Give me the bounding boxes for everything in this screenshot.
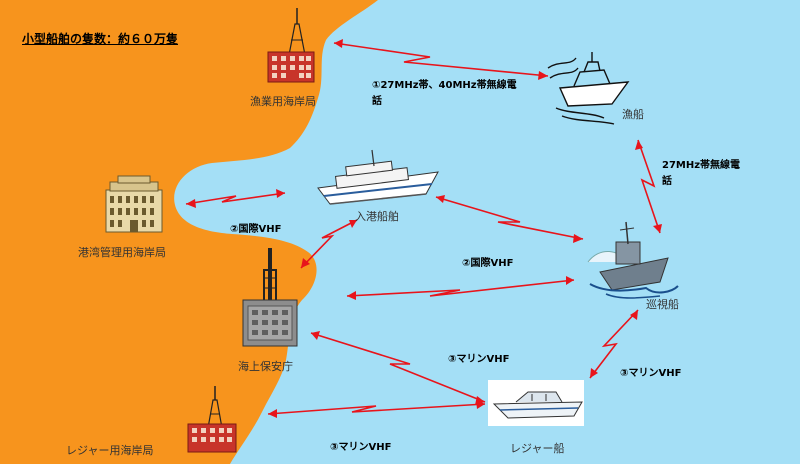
entering-ship-label: 入港船舶 [355,210,399,223]
coast-guard-antenna-icon [242,248,298,347]
link-entering-patrol [435,196,584,240]
link-label-marine-vhf-leisure: ③マリンVHF [330,442,392,453]
leisure-boat-label: レジャー船 [510,442,565,455]
link-fishery-fishing [333,42,549,77]
leisure-station-label: レジャー用海岸局 [66,444,154,457]
link-coast-entering [300,219,358,269]
link-leisure-patrol [589,309,639,379]
link-label-marine-vhf-patrol: ③マリンVHF [620,368,682,379]
patrol-ship-label: 巡視船 [646,298,679,311]
link-coast-patrol [346,279,575,297]
link-label-27-40mhz-cont: 話 [372,96,382,107]
page-title: 小型船舶の隻数：約６０万隻 [22,32,179,46]
link-label-marine-vhf-coast: ③マリンVHF [448,354,510,365]
link-port-entering [185,192,286,205]
motor-boat-icon [488,380,584,426]
link-leisure-station-boat [267,403,486,415]
fishing-boat-label: 漁船 [622,108,644,121]
link-label-intl-vhf-port: ②国際VHF [230,224,282,235]
link-fishing-patrol [637,139,661,234]
link-coast-leisure [310,332,486,403]
link-label-27-40mhz: ①27MHz帯、40MHz帯無線電 [372,80,517,91]
land-area [0,0,378,464]
fishing-ship-icon [547,52,630,125]
link-label-27mhz: 27MHz帯無線電 [662,160,741,171]
patrol-ship-icon [587,221,679,299]
radio-tower-building-icon [187,386,237,453]
link-label-intl-vhf-coast: ②国際VHF [462,258,514,269]
link-label-27mhz-cont: 話 [662,176,672,187]
link-arrowheads [186,39,662,418]
link-lines [185,42,661,415]
radio-tower-building-icon [267,8,315,83]
port-building-icon [105,175,163,233]
coast-guard-label: 海上保安庁 [238,360,293,373]
passenger-ship-icon [317,149,439,205]
port-station-label: 港湾管理用海岸局 [78,246,166,259]
fishery-station-label: 漁業用海岸局 [250,95,316,108]
